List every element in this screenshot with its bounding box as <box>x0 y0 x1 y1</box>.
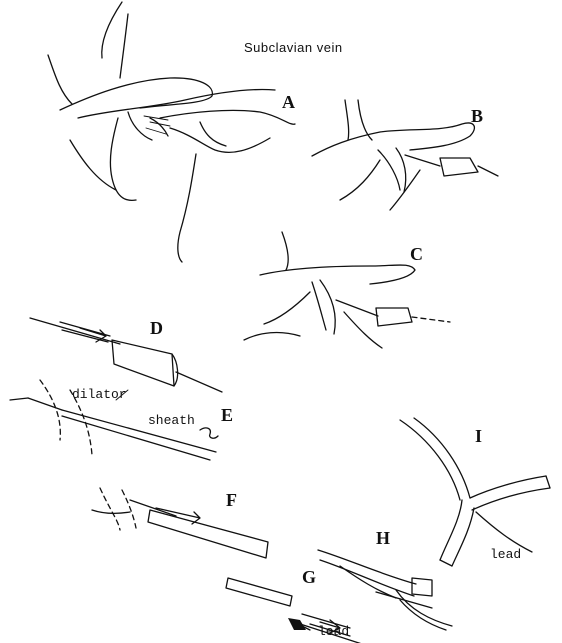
panel-label-g: G <box>302 567 316 588</box>
panel-label-b: B <box>471 106 483 127</box>
panel-f-drawing <box>92 488 268 558</box>
panel-label-h: H <box>376 528 390 549</box>
panel-label-a: A <box>282 92 295 113</box>
panel-h-drawing <box>318 550 452 630</box>
panel-label-e: E <box>221 405 233 426</box>
panel-label-c: C <box>410 244 423 265</box>
caption-sheath: sheath <box>148 413 195 428</box>
panel-label-f: F <box>226 490 237 511</box>
panel-label-i: I <box>475 426 482 447</box>
caption-lead-i: lead <box>490 547 521 562</box>
panel-d-drawing <box>30 318 222 392</box>
panel-label-d: D <box>150 318 163 339</box>
caption-dilator: dilator <box>72 387 127 402</box>
caption-lead-g: lead <box>318 624 349 639</box>
figure-title: Subclavian vein <box>244 40 343 55</box>
